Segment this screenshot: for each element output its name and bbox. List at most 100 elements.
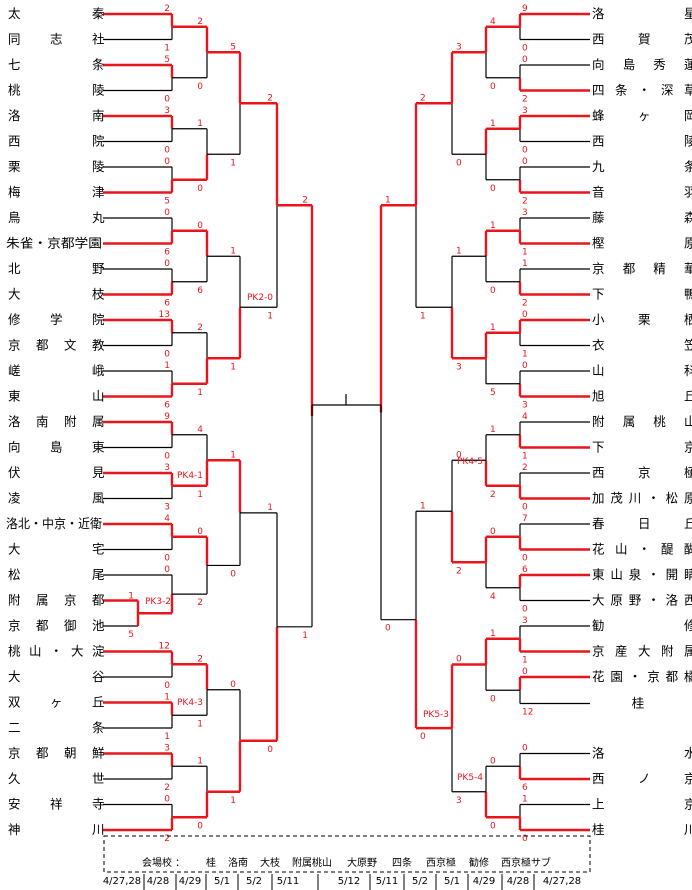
- match-score: 4: [522, 412, 528, 422]
- match-date: 5/11: [277, 876, 299, 887]
- match-score: 0: [522, 157, 528, 167]
- left-team-name: 伏見: [8, 465, 105, 480]
- match-score: 0: [164, 452, 170, 462]
- venue-name: 桂: [206, 856, 216, 869]
- match-score: 5: [490, 388, 496, 398]
- match-score: 1: [197, 490, 203, 500]
- right-team-name: 勧修: [592, 618, 692, 633]
- left-team-name: 洛南: [8, 108, 105, 123]
- match-date: 4/29: [473, 876, 495, 887]
- match-score: 5: [164, 55, 170, 65]
- match-score: 2: [197, 17, 203, 27]
- match-score: 1: [522, 795, 528, 805]
- left-team-name: 凌風: [8, 491, 105, 506]
- match-score: 5: [164, 197, 170, 207]
- match-score: 1: [197, 756, 203, 766]
- match-score: 2: [164, 4, 170, 14]
- match-score: 6: [522, 783, 528, 793]
- match-score: 3: [522, 401, 528, 411]
- match-score: 1: [490, 221, 496, 231]
- match-score: 2: [164, 783, 170, 793]
- left-team-name: 太秦: [8, 6, 105, 21]
- left-team-name: 梅津: [8, 185, 105, 200]
- right-team-name: 桂: [632, 696, 645, 711]
- left-team-name: 京都御池: [8, 618, 105, 633]
- match-score: 6: [197, 286, 203, 296]
- match-score: 0: [522, 310, 528, 320]
- match-score: 2: [197, 598, 203, 608]
- match-score: 2: [456, 566, 462, 576]
- match-score: 3: [522, 616, 528, 626]
- match-score: 6: [164, 299, 170, 309]
- match-score: 0: [197, 821, 203, 831]
- right-team-name: 西京極: [592, 465, 692, 480]
- right-team-name: 下京: [592, 440, 692, 455]
- match-score: 0: [522, 503, 528, 513]
- match-date: 4/27,28: [103, 876, 141, 887]
- match-score: 0: [164, 350, 170, 360]
- match-score: 0: [456, 450, 462, 460]
- match-score: 0: [164, 95, 170, 105]
- left-team-name: 栗陵: [8, 159, 105, 174]
- match-score: 0: [267, 745, 273, 755]
- left-team-name: 二条: [8, 720, 105, 735]
- match-score: 0: [230, 569, 236, 579]
- match-score: 0: [490, 821, 496, 831]
- match-date: 5/11: [376, 876, 398, 887]
- left-team-name: 北野: [8, 261, 105, 276]
- match-score: 1: [197, 388, 203, 398]
- match-score: 3: [164, 503, 170, 513]
- match-score: 0: [490, 184, 496, 194]
- match-score: 0: [230, 680, 236, 690]
- pk-label: PK5-3: [423, 710, 449, 720]
- right-team-name: 加茂川・松原: [592, 491, 692, 506]
- left-team-name: 安祥寺: [8, 797, 105, 812]
- left-team-name: 桃陵: [8, 83, 105, 98]
- match-score: 0: [522, 44, 528, 54]
- left-team-name: 松尾: [8, 567, 105, 582]
- left-team-name: 嵯峨: [8, 363, 105, 378]
- match-score: 1: [420, 501, 426, 511]
- match-score: 9: [522, 4, 528, 14]
- pk-label: PK5-4: [457, 773, 483, 783]
- match-score: 1: [490, 119, 496, 129]
- match-score: 1: [197, 119, 203, 129]
- match-date: 4/27,28: [543, 876, 581, 887]
- match-score: 1: [420, 311, 426, 321]
- match-score: 0: [522, 146, 528, 156]
- match-score: 0: [164, 146, 170, 156]
- match-date: 4/28: [147, 876, 169, 887]
- match-score: 1: [522, 350, 528, 360]
- match-score: 3: [522, 106, 528, 116]
- bracket-labels: 太秦同志社七条桃陵洛南西院栗陵梅津鳥丸朱雀・京都学園北野大枝修学院京都文教嵯峨東…: [6, 4, 692, 844]
- match-score: 6: [164, 401, 170, 411]
- match-date: 5/1: [444, 876, 460, 887]
- right-team-name: 桂川: [592, 822, 692, 837]
- match-score: 0: [456, 655, 462, 665]
- match-score: 6: [522, 565, 528, 575]
- match-score: 0: [490, 82, 496, 92]
- right-team-name: 藤森: [592, 210, 692, 225]
- left-team-name: 朱雀・京都学園: [6, 236, 102, 251]
- match-score: 1: [164, 44, 170, 54]
- match-score: 0: [522, 667, 528, 677]
- left-team-name: 京都朝鮮: [8, 746, 105, 761]
- match-score: 1: [490, 323, 496, 333]
- venue-name: 西京極サブ: [501, 856, 551, 869]
- match-date: 5/2: [412, 876, 428, 887]
- right-team-name: 西陵: [592, 134, 692, 149]
- match-score: 1: [456, 246, 462, 256]
- pk-label: PK4-3: [177, 698, 203, 708]
- right-team-name: 蜂ヶ岡: [592, 108, 692, 123]
- right-team-name: 春日丘: [592, 516, 692, 531]
- right-team-name: 西ノ京: [592, 771, 692, 786]
- venue-name: 洛南: [228, 856, 248, 869]
- match-score: 4: [490, 592, 496, 602]
- match-score: 2: [267, 93, 273, 103]
- pk-label: PK2-0: [247, 293, 273, 303]
- match-score: 0: [490, 286, 496, 296]
- match-score: 0: [197, 221, 203, 231]
- match-score: 1: [302, 631, 308, 641]
- match-score: 2: [522, 197, 528, 207]
- match-score: 3: [456, 362, 462, 372]
